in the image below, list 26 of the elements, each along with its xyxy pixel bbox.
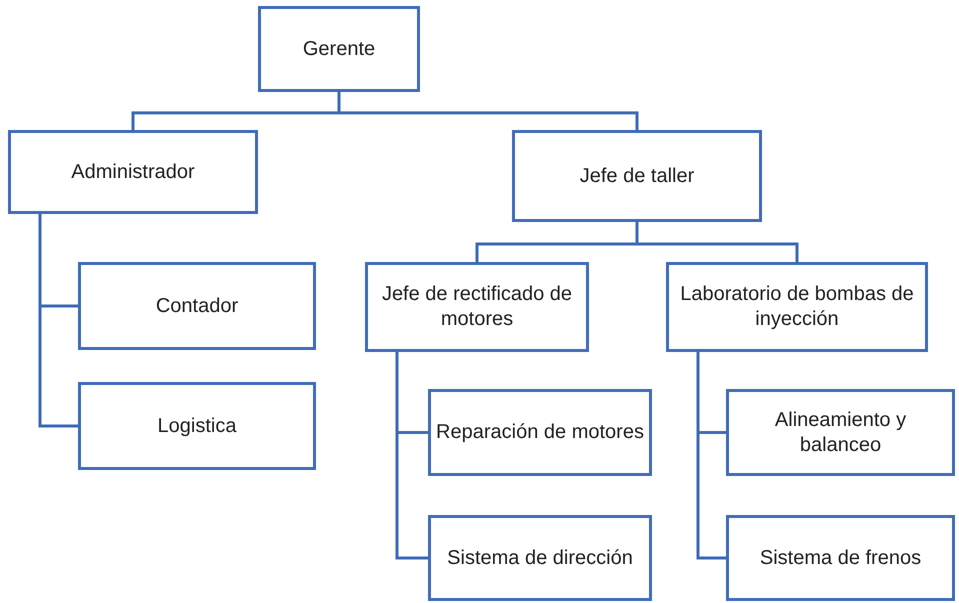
role-label: Reparación de motores — [436, 420, 644, 445]
role-label: Gerente — [302, 36, 376, 62]
org-box — [78, 382, 316, 470]
org-box — [8, 130, 258, 214]
role-label: Administrador — [71, 160, 195, 184]
connector-line — [38, 214, 78, 428]
role-label: Jefe de taller — [580, 164, 694, 188]
org-box — [428, 515, 652, 601]
org-box — [428, 389, 652, 476]
role-label: Laboratorio de bombas de inyección — [679, 282, 915, 332]
org-box — [258, 6, 420, 92]
org-box — [726, 515, 955, 601]
connector-line — [696, 352, 726, 560]
org-box — [666, 262, 928, 352]
org-box — [78, 262, 316, 350]
role-label: Sistema de dirección — [447, 546, 633, 570]
connector-line — [338, 92, 638, 130]
role-label: Contador — [156, 294, 238, 318]
connector-line — [396, 352, 428, 560]
org-box — [726, 389, 955, 476]
role-label: Alineamiento y balanceo — [774, 408, 908, 458]
role-label: Logistica — [158, 414, 236, 438]
role-label: Sistema de frenos — [760, 546, 922, 570]
role-label: Jefe de rectificado de motores — [380, 282, 574, 332]
org-box — [512, 130, 762, 222]
org-box — [365, 262, 589, 352]
